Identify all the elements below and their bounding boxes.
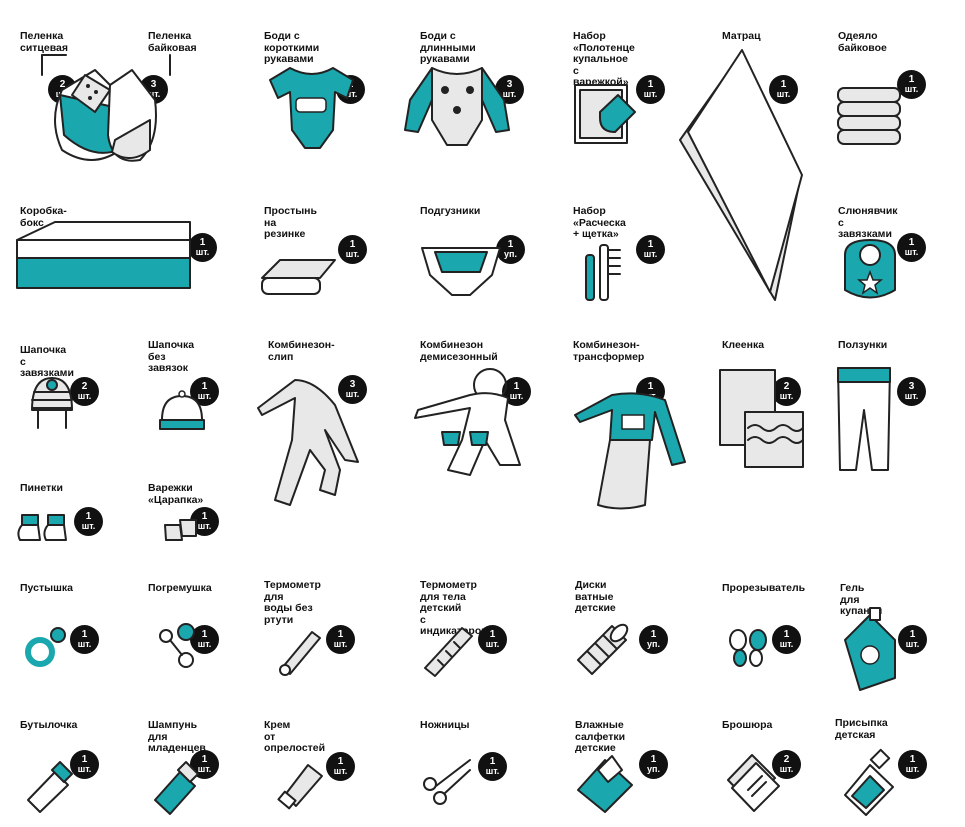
- scratch-mittens-icon: [164, 519, 197, 541]
- item-label: Простынь на резинке: [264, 205, 317, 240]
- item-label: Термометр для тела детский с индикатором: [420, 579, 489, 637]
- bottle-icon: [27, 761, 73, 813]
- cream-tube-icon: [277, 764, 323, 810]
- water-thermometer-icon: [279, 631, 321, 676]
- rompers-icon: [837, 367, 891, 471]
- item-label: Боди с длинными рукавами: [420, 30, 476, 65]
- mattress-icon: [679, 49, 803, 301]
- bath-gel-icon: [844, 607, 896, 691]
- item-label: Пеленка байковая: [148, 30, 197, 54]
- item-label: Термометр для воды без ртути: [264, 579, 321, 626]
- item-label: Прорезыватель: [722, 582, 806, 594]
- item-label: Комбинезон- слип: [268, 339, 335, 363]
- item-label: Ползунки: [838, 339, 888, 351]
- diaper-icon: [421, 247, 501, 296]
- item-label: Шапочка без завязок: [148, 339, 195, 374]
- item-label: Бутылочка: [20, 719, 78, 731]
- item-label: Клеенка: [722, 339, 765, 351]
- rattle-icon: [159, 623, 195, 668]
- item-label: Коробка-бокс: [20, 205, 67, 229]
- swaddle-flannel-icon: [107, 54, 171, 162]
- item-label: Влажные салфетки детские: [575, 719, 626, 754]
- bib-icon: [844, 239, 896, 299]
- comb-brush-icon: [585, 244, 621, 301]
- oilcloth-icon: [719, 369, 804, 468]
- item-label: Матрац: [722, 30, 761, 42]
- item-label: Погремушка: [148, 582, 212, 594]
- shampoo-icon: [154, 761, 199, 815]
- item-label: Пинетки: [20, 482, 63, 494]
- item-label: Ножницы: [420, 719, 470, 731]
- item-label: Пеленка ситцевая: [20, 30, 69, 54]
- item-label: Шампунь для младенцев: [148, 719, 206, 754]
- swaddle-cloth-icon: [41, 54, 121, 161]
- item-label: Комбинезон демисезонный: [420, 339, 498, 363]
- sleepsuit-icon: [257, 379, 359, 506]
- item-label: Крем от опрелостей: [264, 719, 326, 754]
- brochure-icon: [727, 754, 780, 812]
- item-label: Комбинезон- трансформер: [573, 339, 645, 363]
- short-sleeve-bodysuit-icon: [269, 67, 354, 149]
- beanie-icon: [159, 390, 205, 430]
- teether-icon: [729, 629, 767, 667]
- item-label: Варежки «Царапка»: [148, 482, 204, 506]
- item-label: Присыпка детская: [835, 717, 888, 741]
- box-icon: [16, 221, 191, 289]
- body-thermometer-icon: [424, 627, 473, 677]
- demi-season-overall-icon: [414, 368, 521, 476]
- item-label: Одеяло байковое: [838, 30, 887, 54]
- pacifier-icon: [25, 627, 66, 667]
- towel-mitten-icon: [574, 84, 636, 144]
- long-sleeve-bodysuit-icon: [404, 67, 510, 146]
- cotton-pads-icon: [577, 623, 629, 675]
- fitted-sheet-icon: [261, 259, 336, 295]
- transformer-overall-icon: [574, 392, 686, 510]
- item-label: Набор «Расческа + щетка»: [573, 205, 626, 240]
- item-label: Подгузники: [420, 205, 481, 217]
- item-label: Шапочка с завязками: [20, 344, 74, 379]
- item-label: Брошюра: [722, 719, 773, 731]
- baby-powder-icon: [844, 748, 894, 816]
- item-label: Гель для купания: [840, 582, 883, 617]
- item-label: Боди с короткими рукавами: [264, 30, 320, 65]
- item-label: Набор «Полотенце купальное с варежкой»: [573, 30, 635, 88]
- booties-icon: [17, 514, 67, 541]
- item-label: Слюнявчик с завязками: [838, 205, 898, 240]
- item-label: Диски ватные детские: [575, 579, 616, 614]
- tied-hat-icon: [31, 377, 73, 429]
- wet-wipes-icon: [577, 755, 633, 813]
- item-label: Пустышка: [20, 582, 73, 594]
- scissors-icon: [423, 759, 471, 805]
- blanket-icon: [837, 87, 901, 145]
